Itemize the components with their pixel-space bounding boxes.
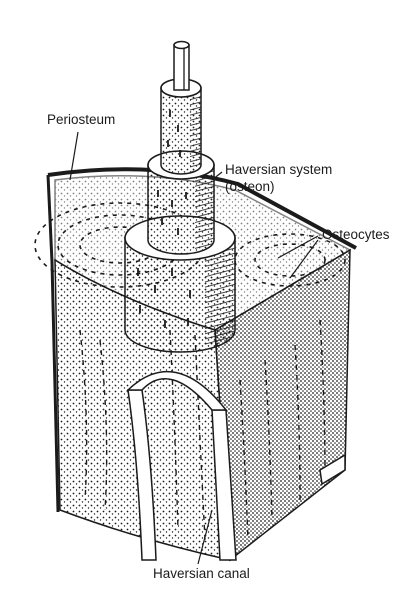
label-periosteum: Periosteum [47,112,115,128]
label-osteocytes: Osteocytes [322,227,390,243]
central-canal-tube [174,42,189,91]
label-osteon: (osteon) [225,179,275,195]
osteon-cylinder-small [161,79,201,174]
label-haversian-system: Haversian system [225,162,332,178]
label-haversian-canal: Haversian canal [153,566,250,582]
